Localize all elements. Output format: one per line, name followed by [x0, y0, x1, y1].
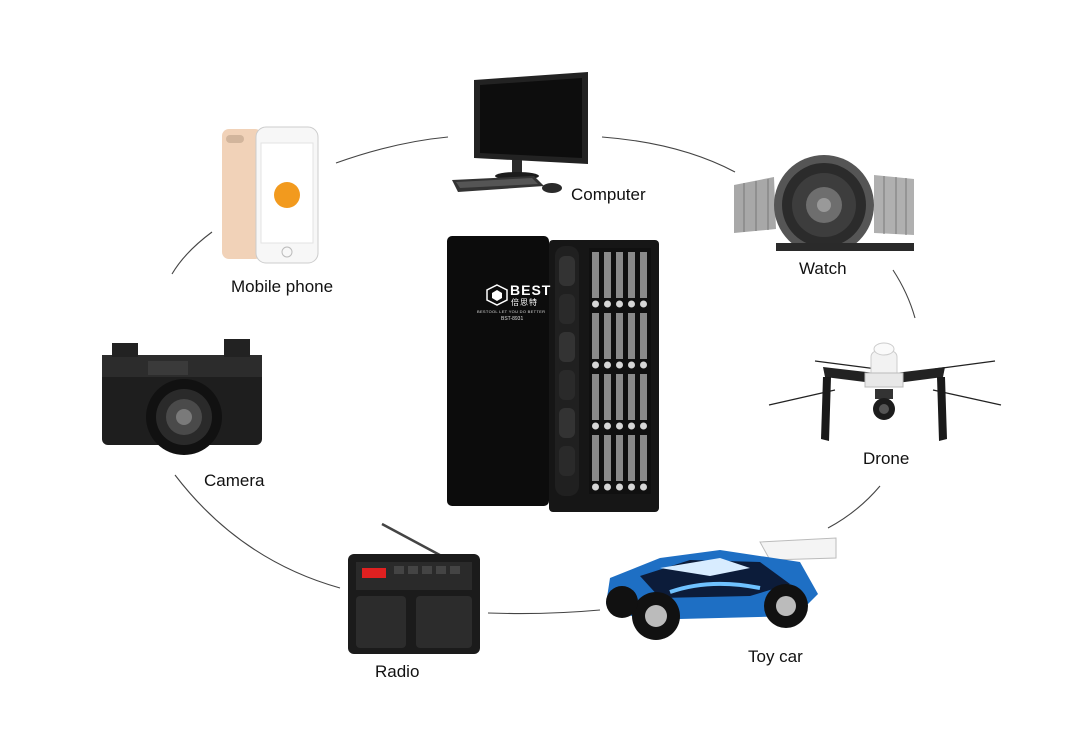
bit-socket	[604, 300, 611, 308]
ring-arc	[827, 485, 881, 529]
bit-socket	[628, 300, 635, 308]
ring-arc	[487, 609, 601, 615]
screwdriver-bit	[604, 435, 611, 481]
handle-segment	[559, 446, 575, 476]
screwdriver-bit	[616, 435, 623, 481]
computer-icon	[452, 72, 588, 193]
bit-socket	[640, 422, 647, 430]
device-label-watch: Watch	[799, 259, 847, 278]
ring-arc	[171, 231, 213, 275]
handle-segment	[559, 370, 575, 400]
bit-socket	[592, 361, 599, 369]
bit-socket	[604, 422, 611, 430]
device-label-camera: Camera	[204, 471, 265, 490]
bit-socket	[640, 483, 647, 491]
screwdriver-bit	[616, 374, 623, 420]
drone-icon	[768, 342, 1002, 441]
bit-socket	[616, 300, 623, 308]
bit-socket	[640, 300, 647, 308]
device-label-radio: Radio	[375, 662, 420, 681]
device-label-drone: Drone	[863, 449, 910, 468]
handle-segment	[559, 294, 575, 324]
bit-socket	[640, 361, 647, 369]
bit-socket	[616, 422, 623, 430]
device-label-mobile-phone: Mobile phone	[231, 277, 334, 296]
bit-socket	[628, 483, 635, 491]
screwdriver-bit	[592, 313, 599, 359]
screwdriver-bit	[592, 435, 599, 481]
screwdriver-bit	[616, 313, 623, 359]
screwdriver-bit	[616, 252, 623, 298]
bit-socket	[604, 361, 611, 369]
mobile-phone-icon	[222, 126, 319, 264]
device-label-toy-car: Toy car	[748, 647, 803, 666]
screwdriver-bit	[592, 374, 599, 420]
device-label-computer: Computer	[571, 185, 646, 204]
screwdriver-bit	[604, 374, 611, 420]
bit-socket	[616, 483, 623, 491]
ring-arc	[335, 136, 449, 164]
bit-socket	[628, 361, 635, 369]
screwdriver-bit	[628, 435, 635, 481]
kit-lid	[447, 236, 549, 506]
screwdriver-bit	[640, 435, 647, 481]
screwdriver-bit	[640, 252, 647, 298]
bit-socket	[604, 483, 611, 491]
bit-socket	[592, 422, 599, 430]
screwdriver-bit	[604, 252, 611, 298]
camera-icon	[102, 339, 262, 455]
handle-segment	[559, 256, 575, 286]
screwdriver-bit	[640, 374, 647, 420]
handle-segment	[559, 408, 575, 438]
screwdriver-bit	[604, 313, 611, 359]
ring-arc	[892, 269, 916, 319]
screwdriver-bit	[640, 313, 647, 359]
screwdriver-bit	[628, 252, 635, 298]
radio-icon	[348, 522, 480, 654]
watch-icon	[734, 155, 914, 251]
ring-arc	[174, 474, 341, 589]
bit-socket	[592, 300, 599, 308]
ring-arc	[601, 136, 736, 173]
toy-car-icon	[606, 537, 837, 640]
kit-model: BST-8931	[501, 316, 524, 322]
bit-socket	[616, 361, 623, 369]
bit-socket	[628, 422, 635, 430]
screwdriver-bit	[628, 313, 635, 359]
kit-tagline: BESTOOL LET YOU DO BETTER	[477, 309, 546, 314]
screwdriver-kit	[447, 236, 659, 512]
screwdriver-bit	[628, 374, 635, 420]
bit-socket	[592, 483, 599, 491]
screwdriver-bit	[592, 252, 599, 298]
handle-segment	[559, 332, 575, 362]
kit-brand: BEST	[510, 282, 552, 298]
best-logo-icon	[486, 284, 508, 306]
kit-brand-cn: 倍思特	[511, 298, 538, 307]
